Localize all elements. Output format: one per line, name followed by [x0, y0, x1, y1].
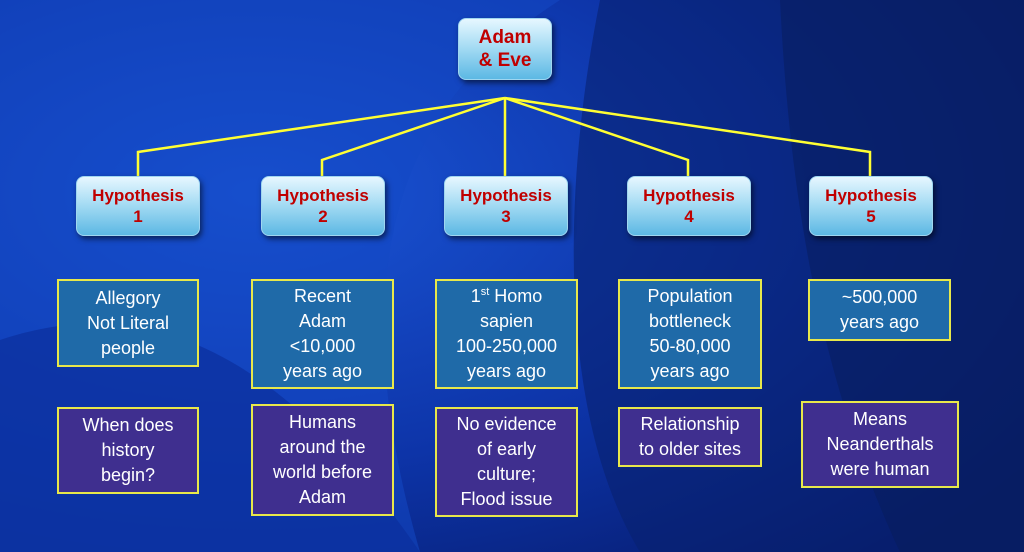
hypothesis-node-2: Hypothesis 2	[261, 176, 385, 236]
note-line: Relationship	[640, 414, 740, 434]
connector-to-hypothesis-5	[504, 96, 872, 176]
info-line: years ago	[650, 361, 730, 381]
note-box-hypothesis-5: Means Neanderthals were human	[801, 401, 959, 488]
hypothesis-title: Hypothesis	[460, 186, 552, 205]
note-line: history	[101, 440, 155, 460]
note-line: culture;	[476, 464, 537, 484]
connector-to-hypothesis-2	[320, 96, 506, 176]
note-line: around the	[279, 437, 366, 457]
info-box-hypothesis-3: 1st Homo sapien 100-250,000 years ago	[435, 279, 578, 389]
hypothesis-node-1: Hypothesis 1	[76, 176, 200, 236]
note-box-hypothesis-2: Humans around the world before Adam	[251, 404, 394, 516]
ordinal-rest: Homo	[489, 286, 543, 306]
note-line: were human	[830, 459, 930, 479]
note-line: of early	[476, 439, 537, 459]
info-line: Allegory	[95, 287, 161, 308]
note-line: Humans	[288, 412, 357, 432]
info-line: <10,000	[289, 336, 356, 356]
connector-to-hypothesis-1	[136, 96, 506, 176]
root-line-2: & Eve	[478, 50, 532, 71]
hypothesis-title: Hypothesis	[825, 186, 917, 205]
ordinal-base: 1	[470, 286, 481, 306]
info-line: years ago	[839, 312, 920, 332]
info-box-hypothesis-2: Recent Adam <10,000 years ago	[251, 279, 394, 389]
note-line: When does	[82, 415, 174, 435]
info-line: ~500,000	[841, 287, 918, 307]
info-line: Adam	[298, 311, 347, 331]
note-line: Means	[852, 409, 908, 429]
hypothesis-number: 4	[684, 207, 694, 226]
info-line: sapien	[479, 311, 534, 331]
root-node-adam-eve: Adam & Eve	[458, 18, 552, 80]
hypothesis-number: 1	[133, 207, 143, 226]
ordinal-suffix: st	[480, 286, 490, 298]
info-line: 100-250,000	[455, 336, 558, 356]
root-line-1: Adam	[478, 27, 532, 48]
info-line: Recent	[293, 286, 352, 306]
hypothesis-number: 3	[501, 207, 511, 226]
info-box-hypothesis-1: Allegory Not Literal people	[57, 279, 199, 367]
hypothesis-number: 5	[866, 207, 876, 226]
note-line: No evidence	[456, 414, 557, 434]
hypothesis-node-4: Hypothesis 4	[627, 176, 751, 236]
info-line-ordinal: 1st Homo	[471, 284, 543, 309]
hypothesis-node-3: Hypothesis 3	[444, 176, 568, 236]
hypothesis-title: Hypothesis	[643, 186, 735, 205]
note-box-hypothesis-4: Relationship to older sites	[618, 407, 762, 467]
connector-to-hypothesis-4	[504, 96, 690, 176]
info-line: Population	[647, 286, 733, 306]
info-box-hypothesis-5: ~500,000 years ago	[808, 279, 951, 341]
info-line: years ago	[466, 361, 547, 381]
note-box-hypothesis-1: When does history begin?	[57, 407, 199, 494]
note-line: Adam	[298, 487, 347, 507]
info-line: years ago	[282, 361, 363, 381]
note-line: begin?	[100, 465, 156, 485]
info-line: 50-80,000	[649, 336, 731, 356]
info-line: bottleneck	[648, 311, 732, 331]
note-box-hypothesis-3: No evidence of early culture; Flood issu…	[435, 407, 578, 517]
note-line: world before	[272, 462, 373, 482]
hypothesis-title: Hypothesis	[277, 186, 369, 205]
hypothesis-number: 2	[318, 207, 328, 226]
note-line: Neanderthals	[826, 434, 934, 454]
info-line: Not Literal	[86, 312, 170, 333]
note-line: to older sites	[638, 439, 742, 459]
info-box-hypothesis-4: Population bottleneck 50-80,000 years ag…	[618, 279, 762, 389]
hypothesis-node-5: Hypothesis 5	[809, 176, 933, 236]
note-line: Flood issue	[460, 489, 553, 509]
info-line: people	[100, 337, 156, 358]
hypothesis-title: Hypothesis	[92, 186, 184, 205]
